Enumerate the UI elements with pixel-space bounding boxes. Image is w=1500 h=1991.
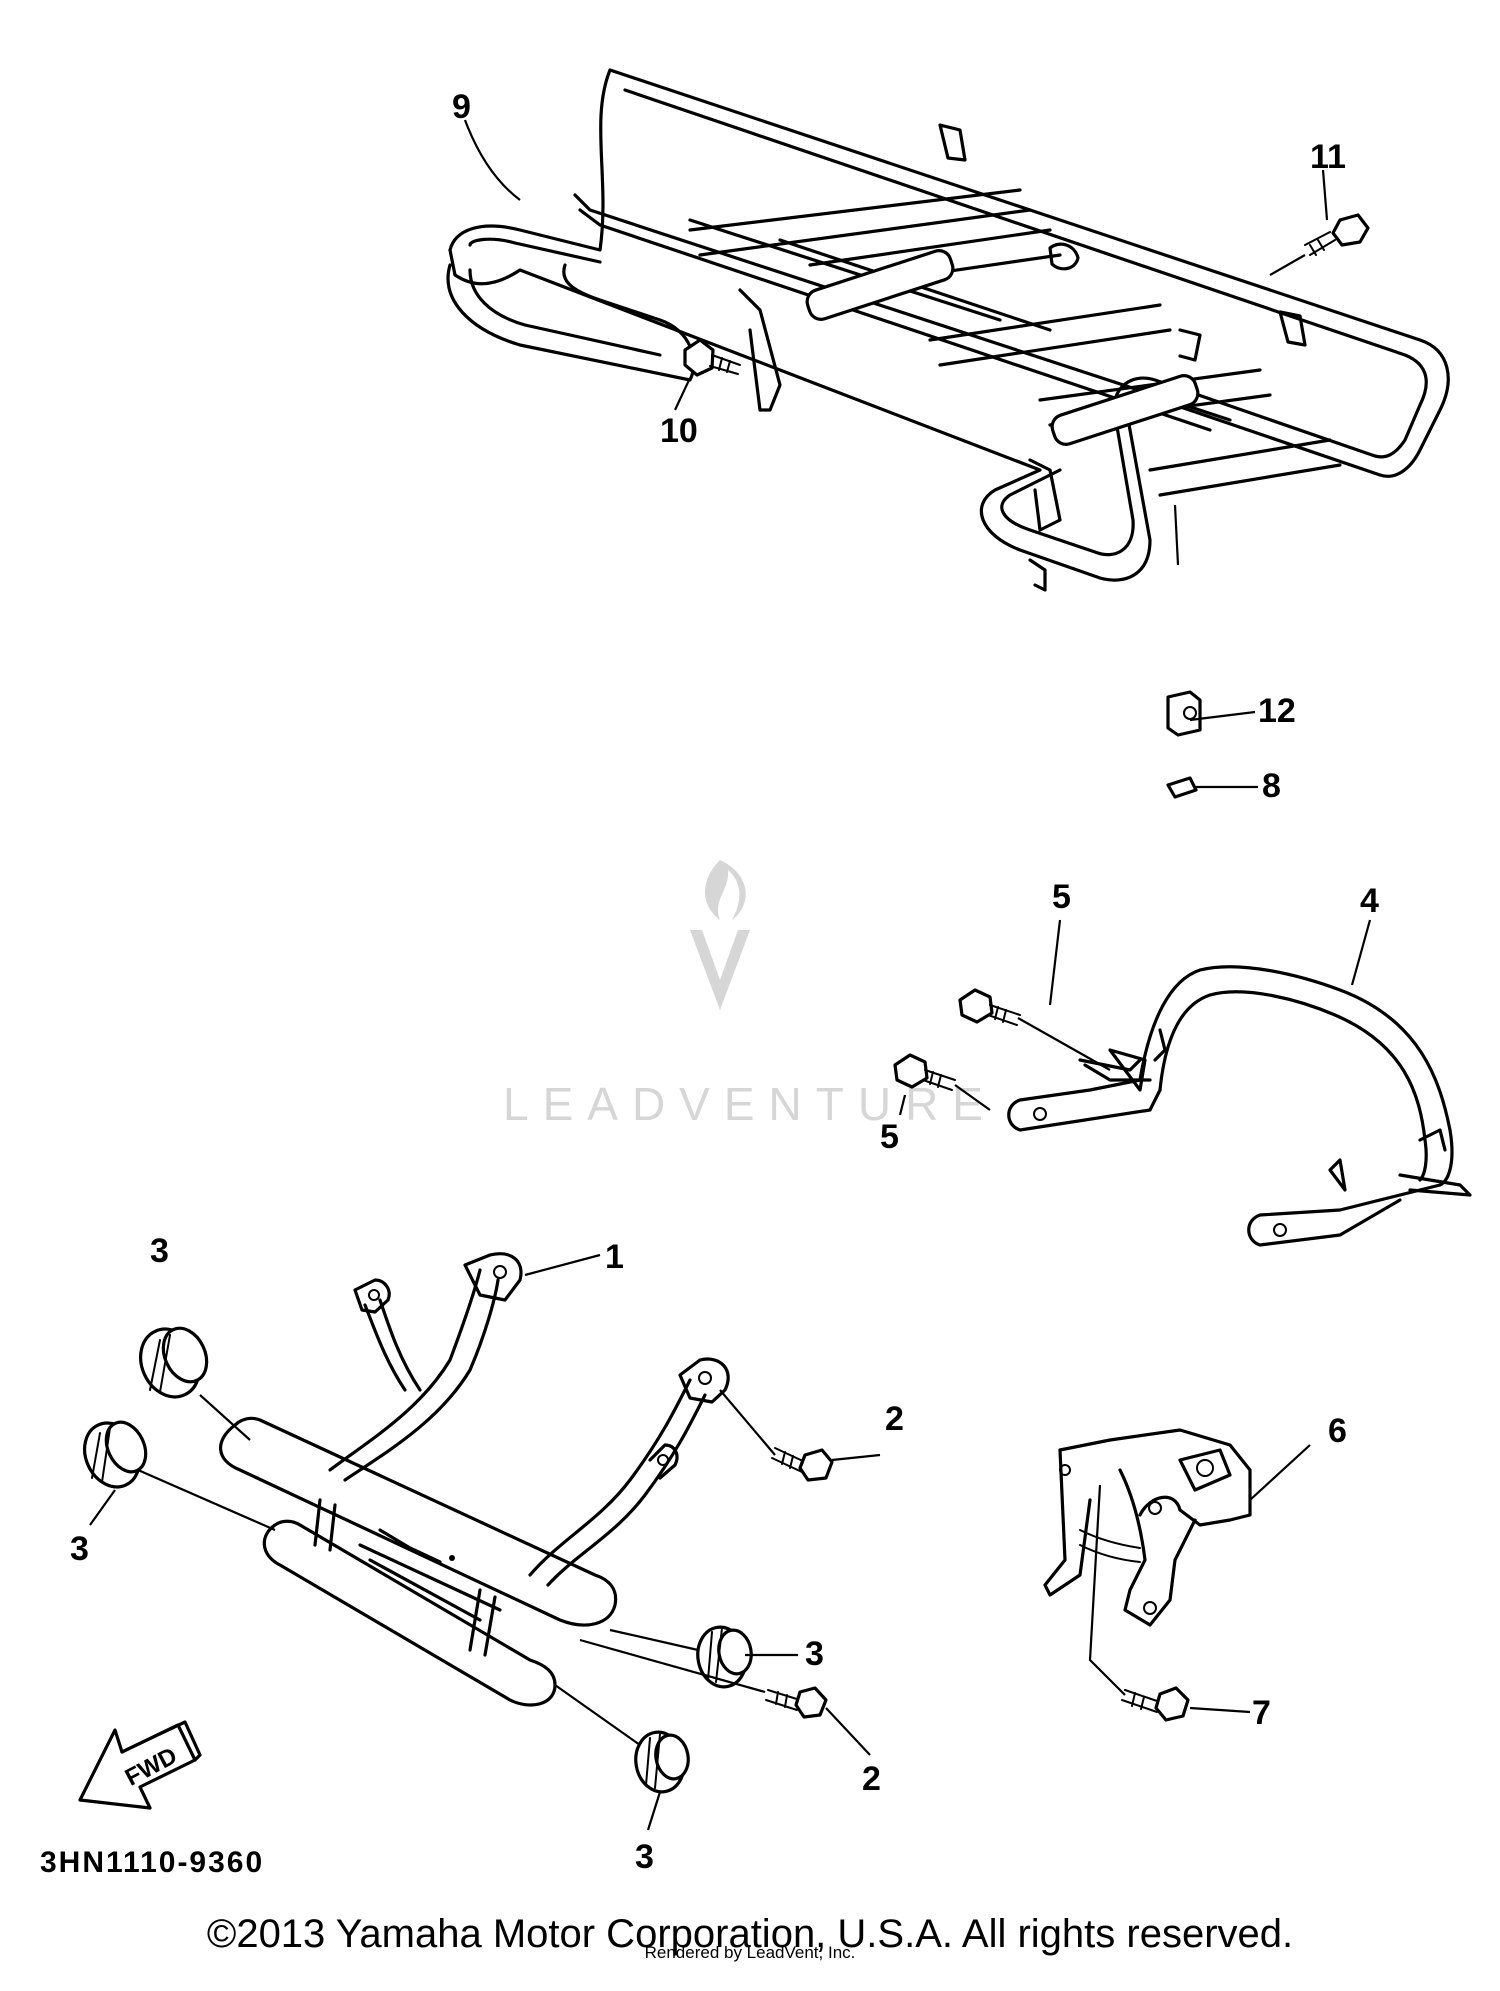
callout-3-right: 3 [805, 1635, 824, 1673]
callout-2-lower: 2 [862, 1760, 881, 1798]
part-4-guard-bar [1007, 965, 1472, 1247]
diagram-code: 3HN1110-9360 [40, 1846, 265, 1879]
callout-3-upper-left: 3 [150, 1232, 169, 1270]
callout-5-lower: 5 [880, 1118, 899, 1156]
fwd-arrow-icon: FWD [78, 1720, 202, 1810]
callout-10: 8 [1262, 767, 1281, 805]
callout-9: 10 [660, 412, 698, 450]
part-3-bushing-right [696, 1625, 753, 1689]
copyright-text: ©2013 Yamaha Motor Corporation, U.S.A. A… [206, 1912, 1294, 1956]
part-7-bolt [1121, 1686, 1190, 1722]
callout-7: 7 [1252, 1694, 1271, 1732]
part-9-bolt [683, 338, 741, 377]
part-10-pin [1166, 776, 1198, 799]
v-logo-icon [690, 930, 750, 1010]
part-2-bolt-lower [765, 1686, 828, 1719]
callout-5-upper: 5 [1052, 878, 1071, 916]
leader-lines [89, 119, 1372, 1831]
part-3-bushing-mid-left [83, 1420, 148, 1489]
callout-1: 1 [605, 1238, 624, 1276]
callout-6: 6 [1328, 1412, 1347, 1450]
part-5-bolt-lower [893, 1053, 956, 1091]
callout-2-upper: 2 [885, 1400, 904, 1438]
callout-4: 4 [1360, 882, 1379, 920]
part-11-bolt [1304, 213, 1370, 256]
part-12-clip [1166, 690, 1202, 737]
part-3-bushing-bottom [634, 1730, 690, 1794]
part-2-bolt-upper [771, 1447, 834, 1482]
part-5-bolt-upper [958, 988, 1021, 1026]
callout-12: 12 [1258, 692, 1296, 730]
callout-11: 11 [1310, 138, 1346, 176]
part-8-rear-carrier [446, 68, 1450, 592]
part-1-front-guard [219, 1252, 730, 1707]
watermark-text: LEADVENTURE [503, 1078, 997, 1130]
part-3-bushing-upper-left [139, 1326, 209, 1399]
flame-logo-icon [705, 860, 746, 920]
leadventure-watermark: LEADVENTURE [503, 860, 997, 1130]
rendered-by-text: Rendered by LeadVent, Inc. [644, 1943, 856, 1962]
callout-3-mid-left: 3 [70, 1530, 89, 1568]
part-6-bracket [1043, 1428, 1252, 1627]
callout-8: 9 [452, 88, 471, 126]
callout-3-bottom: 3 [635, 1838, 654, 1876]
callout-labels: 9 11 10 12 8 5 4 5 3 1 2 6 3 3 7 2 3 [70, 88, 1379, 1876]
